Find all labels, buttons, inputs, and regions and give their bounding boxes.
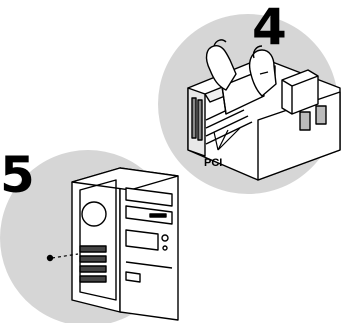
step-4-number: 4 — [252, 2, 287, 52]
step-5-number: 5 — [0, 150, 35, 200]
pci-label: PCI — [204, 157, 222, 169]
